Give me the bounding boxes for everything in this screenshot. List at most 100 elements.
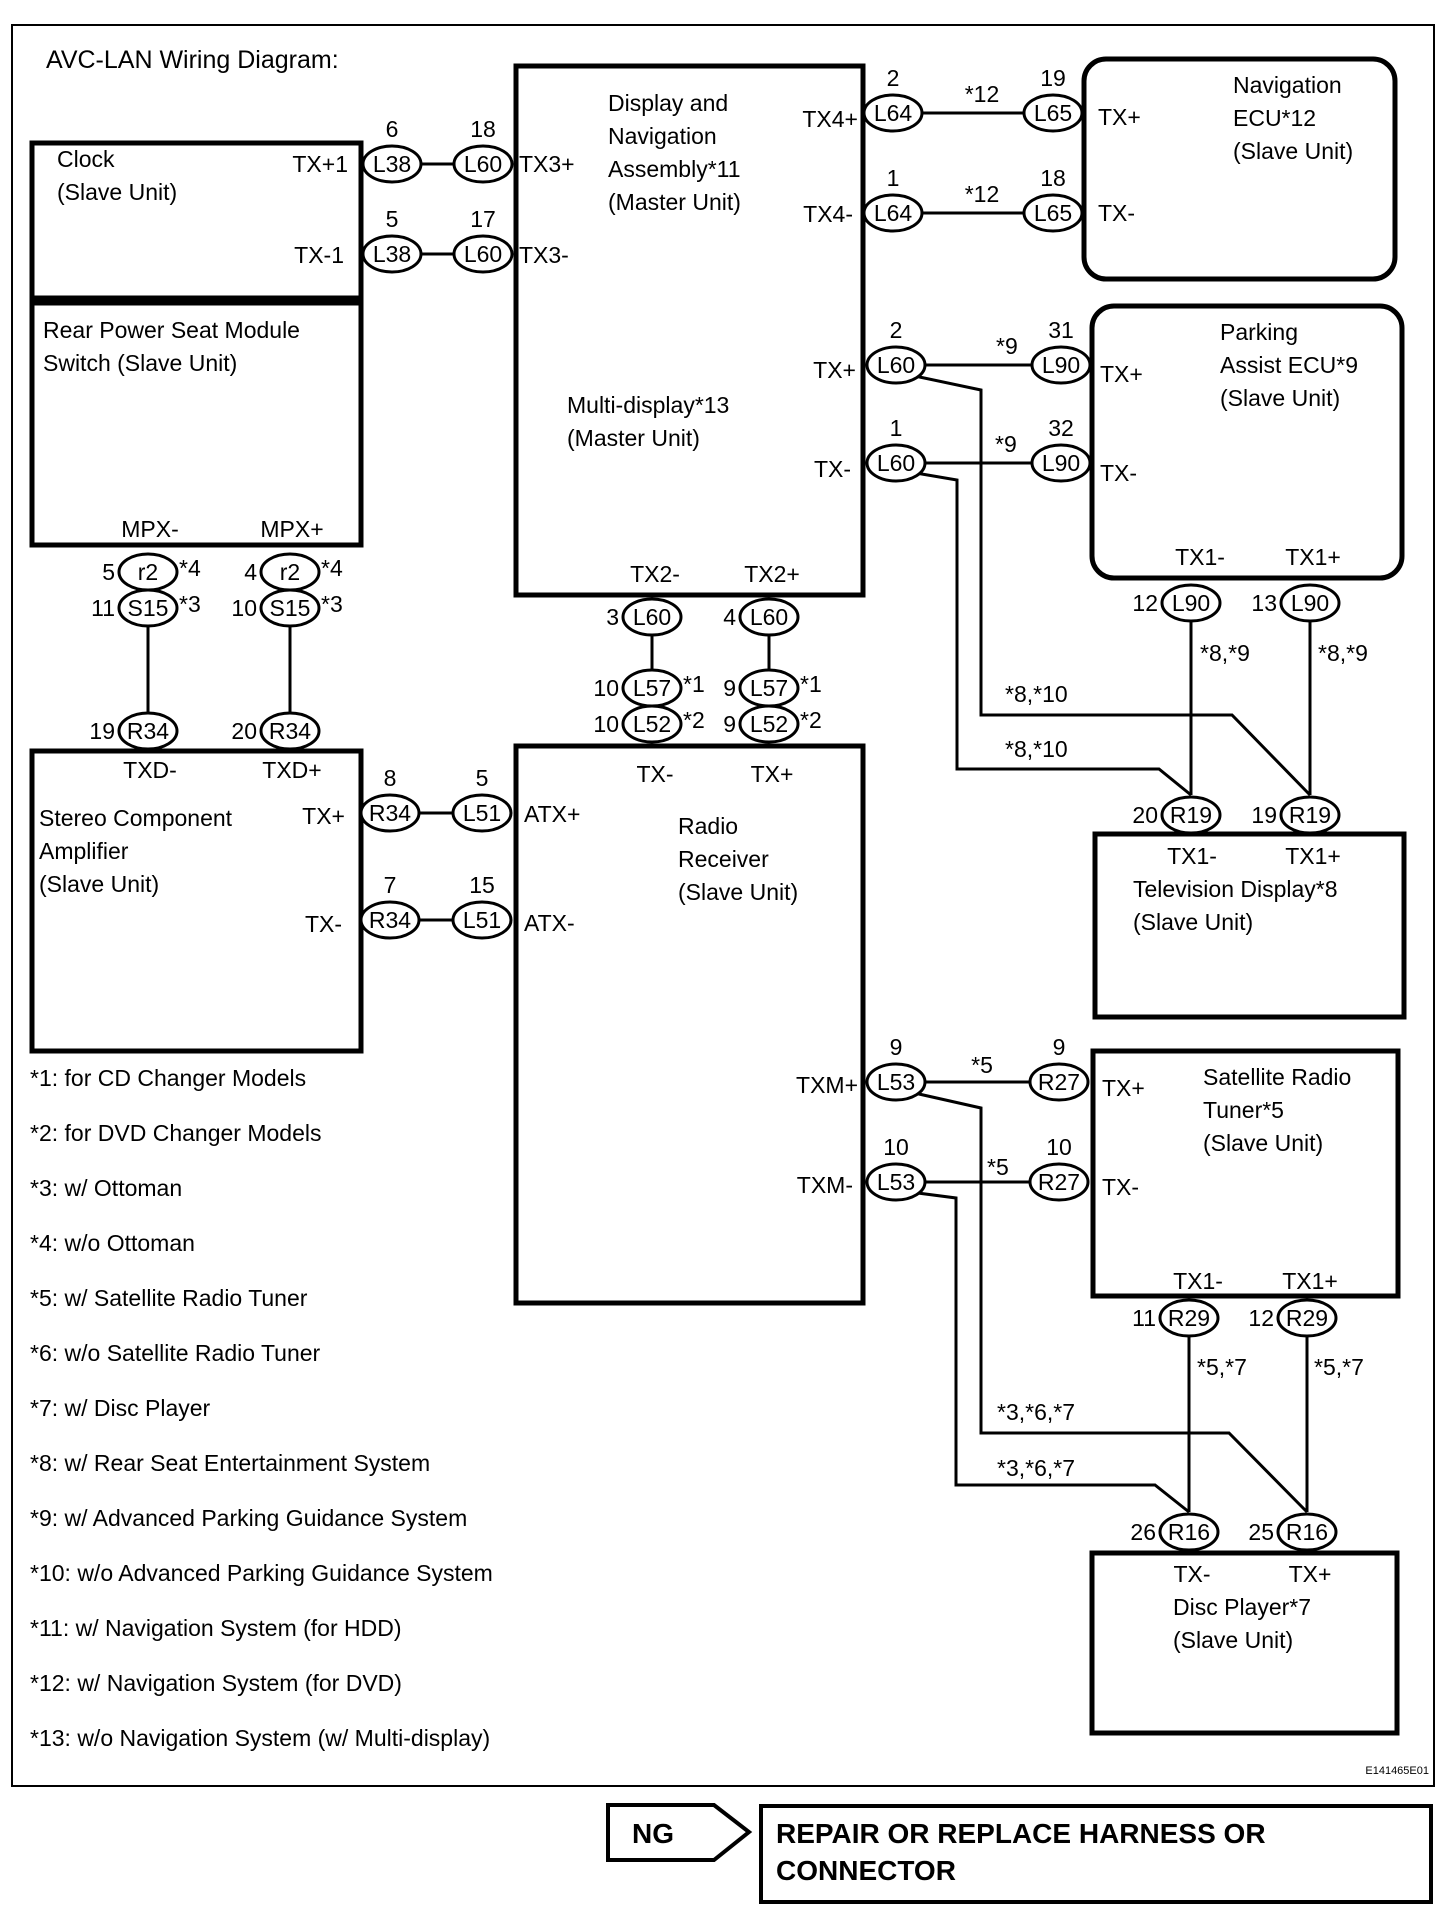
connector-id: R27 [1038,1169,1080,1195]
pin-number: 3 [606,604,619,630]
master-label-a-line-2: Navigation [608,123,717,149]
disc-label-line-2: (Slave Unit) [1173,1627,1293,1653]
master-label-b-line-2: (Master Unit) [567,425,700,451]
unit-parking-assist-ecu [1089,303,1405,581]
connector-id: L90 [1042,450,1080,476]
wire-note-sat-tx1-plus: *5,*7 [1314,1354,1364,1380]
disc-terminal-tx-minus: TX- [1173,1561,1210,1587]
connector-shape [865,1162,927,1202]
connector-shape [117,588,179,628]
radio-terminal-tx-plus: TX+ [751,761,794,787]
wire-note-parking-minus: *9 [995,431,1017,457]
variant-note: *2 [800,707,822,733]
connector-id: R16 [1168,1519,1210,1545]
connector-id: L64 [874,100,913,126]
connector-rs_p_r2: r24*4 [244,552,343,592]
connector-shape [865,345,927,385]
pin-number: 15 [469,872,495,898]
pin-number: 13 [1251,590,1277,616]
sat-label-line-3: (Slave Unit) [1203,1130,1323,1156]
connector-shape [1158,1298,1220,1338]
footnote: *2: for DVD Changer Models [30,1120,321,1146]
wire-note-sat-minus: *5 [987,1154,1009,1180]
connector-shape [1028,1162,1090,1202]
connector-shape [359,900,421,940]
pin-number: 12 [1132,590,1158,616]
diagram-title: AVC-LAN Wiring Diagram: [46,46,339,74]
wire-tv-tx-plus [909,373,1312,797]
master-terminal-tx3-minus: TX3- [519,242,569,268]
repair-action-line-2: CONNECTOR [776,1855,956,1886]
clock-label-line-2: (Slave Unit) [57,179,177,205]
unit-navigation-ecu [1081,56,1398,282]
pin-number: 8 [384,765,397,791]
pin-number: 7 [384,872,397,898]
connector-id: R19 [1289,802,1331,828]
connector-shape [1276,1512,1338,1552]
clock-label-line-1: Clock [57,146,115,172]
connector-id: L60 [464,151,502,177]
connector-id: S15 [270,595,311,621]
unit-disc-player [1089,1550,1400,1736]
connector-id: L38 [373,241,411,267]
connector-shape [738,597,800,637]
repair-action-box [759,1804,1433,1904]
connector-id: L38 [373,151,411,177]
footnote: *6: w/o Satellite Radio Tuner [30,1340,321,1366]
pin-number: 5 [386,206,399,232]
wire-note-tv-minus: *8,*10 [1005,736,1068,762]
connector-id: L53 [877,1069,915,1095]
unit-stereo-amplifier [29,748,364,1054]
connector-id: L57 [633,675,671,701]
connector-shape [865,1062,927,1102]
connector-id: r2 [280,559,300,585]
footnote: *5: w/ Satellite Radio Tuner [30,1285,308,1311]
parking-terminal-tx1-plus: TX1+ [1285,544,1341,570]
wire-note-parking-plus: *9 [996,333,1018,359]
connector-id: R34 [269,718,311,744]
connector-shape [1276,1298,1338,1338]
pin-number: 11 [1132,1305,1156,1331]
wire-note-nav-minus: *12 [965,181,1000,207]
tv-terminal-tx1-plus: TX1+ [1285,843,1341,869]
radio-label-line-3: (Slave Unit) [678,879,798,905]
connector-shape [1030,345,1092,385]
footnote: *8: w/ Rear Seat Entertainment System [30,1450,430,1476]
wire-tv-tx-minus [909,470,1192,797]
master-terminal-tx4-minus: TX4- [803,201,853,227]
connector-id: S15 [128,595,169,621]
connector-shape [621,704,683,744]
radio-terminal-tx-minus: TX- [636,761,673,787]
connector-id: R29 [1168,1305,1210,1331]
footnote: *1: for CD Changer Models [30,1065,306,1091]
connector-shape [259,711,321,751]
unit-television-display [1092,831,1407,1020]
connector-id: L51 [463,800,501,826]
pin-number: 10 [593,711,619,737]
unit-clock [29,140,364,301]
connector-id: L53 [877,1169,915,1195]
wire-note-sat-plus: *5 [971,1052,993,1078]
tv-label-line-2: (Slave Unit) [1133,909,1253,935]
pin-number: 9 [890,1034,903,1060]
nav-ecu-terminal-tx-minus: TX- [1098,200,1135,226]
footnote: *11: w/ Navigation System (for HDD) [30,1615,402,1641]
pin-number: 4 [244,559,257,585]
